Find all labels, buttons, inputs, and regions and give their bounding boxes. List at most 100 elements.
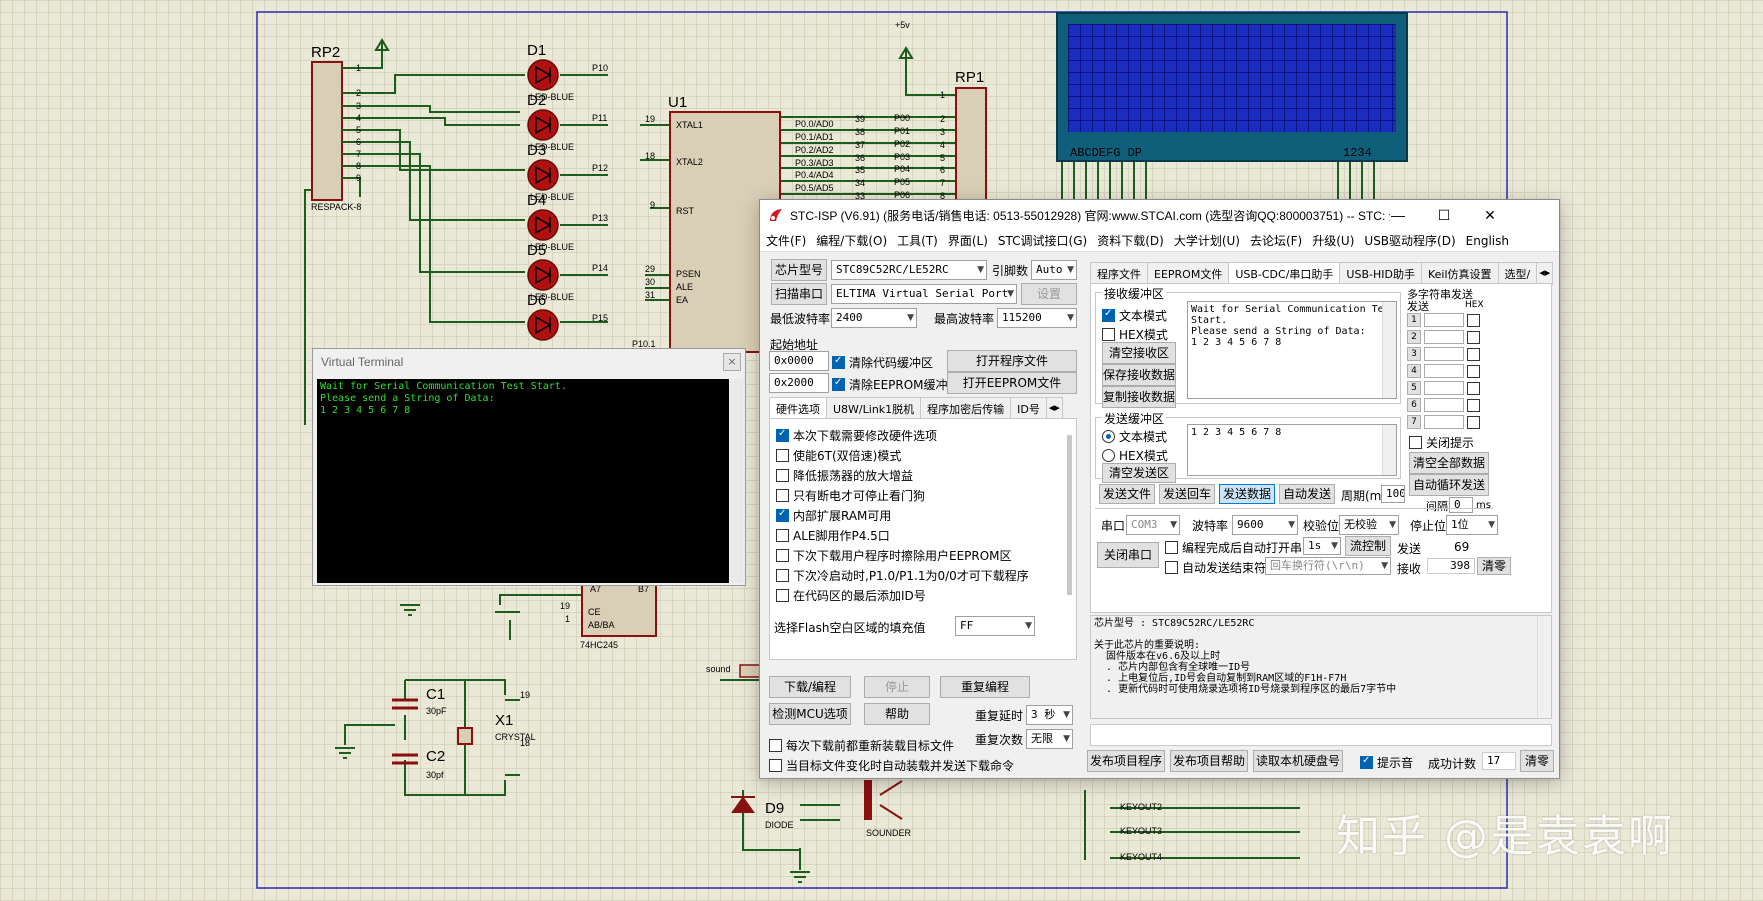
- menu-upgrade[interactable]: 升级(U): [1312, 234, 1355, 248]
- hw-option-8[interactable]: 在代码区的最后添加ID号: [776, 587, 926, 604]
- auto-loop-button[interactable]: 自动循环发送: [1409, 474, 1489, 496]
- clear-counts-button[interactable]: 清零: [1477, 557, 1511, 575]
- close-button[interactable]: ✕: [1484, 207, 1496, 223]
- hw-option-0[interactable]: 本次下载需要修改硬件选项: [776, 427, 937, 444]
- flash-fill-select[interactable]: FF▼: [955, 616, 1035, 636]
- receive-scrollbar[interactable]: [1382, 302, 1396, 398]
- stop-button[interactable]: 停止: [864, 676, 930, 698]
- menu-usb-driver[interactable]: USB驱动程序(D): [1364, 234, 1456, 248]
- reprogram-button[interactable]: 重复编程: [940, 676, 1030, 698]
- stop-bits-select[interactable]: 1位▼: [1446, 515, 1498, 535]
- maximize-button[interactable]: ☐: [1437, 207, 1451, 223]
- multi-row-1[interactable]: 1: [1407, 313, 1484, 327]
- options-scrollbar[interactable]: [1067, 435, 1072, 595]
- eeprom-addr-input[interactable]: 0x2000: [769, 373, 829, 393]
- copy-recv-button[interactable]: 复制接收数据: [1102, 386, 1176, 408]
- auto-open-port-checkbox[interactable]: 编程完成后自动打开串口: [1165, 539, 1314, 556]
- com-port-select[interactable]: COM3▼: [1126, 515, 1180, 535]
- info-scrollbar[interactable]: [1537, 616, 1551, 718]
- help-button[interactable]: 帮助: [864, 703, 930, 725]
- hw-option-2[interactable]: 降低振荡器的放大增益: [776, 467, 913, 484]
- auto-send-button[interactable]: 自动发送: [1279, 484, 1335, 504]
- multi-row-5[interactable]: 5: [1407, 381, 1484, 395]
- menu-english[interactable]: English: [1465, 233, 1509, 248]
- tab-usb-hid[interactable]: USB-HID助手: [1339, 262, 1422, 285]
- open-eeprom-button[interactable]: 打开EEPROM文件: [947, 372, 1077, 394]
- read-disk-button[interactable]: 读取本机硬盘号: [1253, 750, 1343, 772]
- open-program-button[interactable]: 打开程序文件: [947, 350, 1077, 372]
- multi-row-6[interactable]: 6: [1407, 398, 1484, 412]
- tab-scroll-arrows[interactable]: ◂▸: [1045, 397, 1063, 420]
- publish-program-button[interactable]: 发布项目程序: [1087, 750, 1165, 772]
- scan-port-button[interactable]: 扫描串口: [771, 283, 827, 305]
- stc-isp-window[interactable]: STC-ISP (V6.91) (服务电话/销售电话: 0513-5501292…: [759, 199, 1560, 779]
- multi-row-4[interactable]: 4: [1407, 364, 1484, 378]
- chip-type-select[interactable]: STC89C52RC/LE52RC▼: [831, 260, 987, 280]
- menu-forum[interactable]: 去论坛(F): [1249, 234, 1303, 248]
- parity-select[interactable]: 无校验▼: [1339, 515, 1399, 535]
- menu-file[interactable]: 文件(F): [766, 234, 807, 248]
- auto-open-delay-select[interactable]: 1s▼: [1303, 537, 1341, 555]
- send-enter-button[interactable]: 发送回车: [1159, 484, 1215, 504]
- clear-code-checkbox[interactable]: 清除代码缓冲区: [832, 354, 933, 371]
- clear-send-button[interactable]: 清空发送区: [1102, 463, 1176, 483]
- menu-tools[interactable]: 工具(T): [897, 234, 938, 248]
- tab-serial-assistant[interactable]: USB-CDC/串口助手: [1228, 262, 1341, 285]
- close-hint-checkbox[interactable]: 关闭提示: [1409, 434, 1474, 451]
- virtual-terminal-window[interactable]: Virtual Terminal × Wait for Serial Commu…: [312, 348, 746, 586]
- code-addr-input[interactable]: 0x0000: [769, 351, 829, 371]
- reload-checkbox[interactable]: 每次下载前都重新装载目标文件: [769, 737, 954, 754]
- menu-debug[interactable]: STC调试接口(G): [997, 234, 1088, 248]
- hw-option-4[interactable]: 内部扩展RAM可用: [776, 507, 891, 524]
- hw-option-6[interactable]: 下次下载用户程序时擦除用户EEPROM区: [776, 547, 1012, 564]
- multi-row-3[interactable]: 3: [1407, 347, 1484, 361]
- tab-encrypt[interactable]: 程序加密后传输: [920, 397, 1012, 420]
- min-baud-select[interactable]: 2400▼: [831, 308, 917, 328]
- send-file-button[interactable]: 发送文件: [1099, 484, 1155, 504]
- multi-row-2[interactable]: 2: [1407, 330, 1484, 344]
- clear-recv-button[interactable]: 清空接收区: [1102, 342, 1176, 364]
- tab-eeprom-file[interactable]: EEPROM文件: [1147, 262, 1230, 285]
- menu-downloads[interactable]: 资料下载(D): [1097, 234, 1164, 248]
- minimize-button[interactable]: —: [1391, 207, 1405, 223]
- menu-program[interactable]: 编程/下载(O): [816, 234, 888, 248]
- beep-checkbox[interactable]: 提示音: [1360, 754, 1413, 771]
- max-baud-select[interactable]: 115200▼: [997, 308, 1077, 328]
- tab-scroll-arrows[interactable]: ◂▸: [1536, 262, 1554, 285]
- send-textarea[interactable]: 1 2 3 4 5 6 7 8: [1187, 424, 1397, 476]
- repeat-count-select[interactable]: 无限▼: [1026, 729, 1073, 749]
- hw-option-7[interactable]: 下次冷启动时,P1.0/P1.1为0/0才可下载程序: [776, 567, 1029, 584]
- tab-keil[interactable]: Keil仿真设置: [1420, 262, 1499, 285]
- period-input[interactable]: 100: [1381, 485, 1405, 503]
- menu-interface[interactable]: 界面(L): [947, 234, 988, 248]
- hw-option-3[interactable]: 只有断电才可停止看门狗: [776, 487, 925, 504]
- auto-download-checkbox[interactable]: 当目标文件变化时自动装载并发送下载命令: [769, 757, 1014, 774]
- recv-text-mode-checkbox[interactable]: 文本模式: [1102, 307, 1167, 324]
- send-data-button[interactable]: 发送数据: [1219, 484, 1275, 504]
- hw-option-1[interactable]: 使能6T(双倍速)模式: [776, 447, 901, 464]
- send-text-mode-radio[interactable]: 文本模式: [1102, 428, 1167, 445]
- download-button[interactable]: 下载/编程: [769, 676, 851, 698]
- close-port-button[interactable]: 关闭串口: [1097, 542, 1159, 568]
- terminal-output[interactable]: Wait for Serial Communication Test Start…: [317, 379, 729, 583]
- chip-info-panel[interactable]: 芯片型号 : STC89C52RC/LE52RC 关于此芯片的重要说明: 固件版…: [1090, 615, 1552, 719]
- send-hex-mode-radio[interactable]: HEX模式: [1102, 447, 1168, 464]
- clear-success-button[interactable]: 清零: [1520, 750, 1554, 772]
- close-icon[interactable]: ×: [723, 353, 741, 371]
- end-char-select[interactable]: 回车换行符(\r\n)▼: [1265, 557, 1391, 575]
- settings-button[interactable]: 设置: [1021, 283, 1077, 305]
- interval-input[interactable]: 0: [1449, 497, 1473, 513]
- stc-titlebar[interactable]: STC-ISP (V6.91) (服务电话/销售电话: 0513-5501292…: [760, 200, 1559, 230]
- port-select[interactable]: ELTIMA Virtual Serial Port (CO▼: [831, 284, 1017, 304]
- tab-id[interactable]: ID号: [1010, 397, 1047, 420]
- terminal-scrollbar[interactable]: [730, 379, 743, 583]
- chip-type-button[interactable]: 芯片型号: [771, 259, 827, 281]
- multi-row-7[interactable]: 7: [1407, 415, 1484, 429]
- pin-count-select[interactable]: Auto▼: [1031, 260, 1077, 280]
- receive-textarea[interactable]: Wait for Serial Communication Test Start…: [1187, 301, 1397, 399]
- auto-end-char-checkbox[interactable]: 自动发送结束符: [1165, 559, 1266, 576]
- tab-selection[interactable]: 选型/: [1497, 262, 1538, 285]
- clear-all-button[interactable]: 清空全部数据: [1409, 452, 1489, 474]
- menu-university[interactable]: 大学计划(U): [1173, 234, 1240, 248]
- tab-program-file[interactable]: 程序文件: [1090, 262, 1148, 285]
